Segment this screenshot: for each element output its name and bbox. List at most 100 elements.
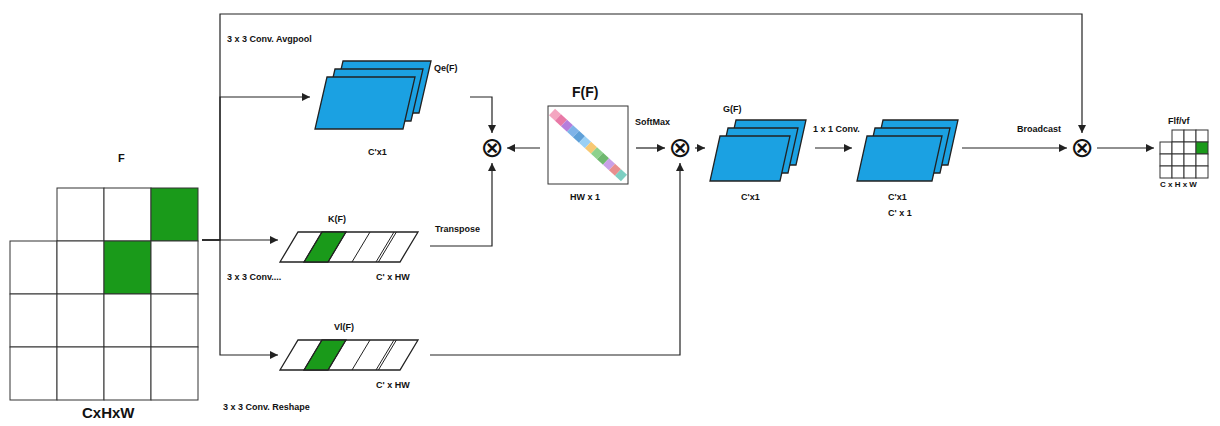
grid-cell bbox=[57, 347, 104, 400]
connector bbox=[1097, 147, 1154, 148]
grid-cell bbox=[1184, 154, 1196, 166]
grid-cell bbox=[1160, 166, 1172, 178]
grid-cell bbox=[1196, 154, 1208, 166]
connector bbox=[815, 147, 852, 148]
connector bbox=[470, 97, 492, 133]
node-text: CxHxW bbox=[82, 404, 135, 421]
grid-cell bbox=[1172, 166, 1184, 178]
node-text: C'x1 bbox=[741, 192, 760, 202]
node-text: C' x HW bbox=[376, 272, 410, 282]
key-strip: K(F) C' x HW bbox=[278, 210, 430, 290]
strip-divider bbox=[304, 340, 322, 370]
grid-cell bbox=[10, 294, 57, 347]
strip-divider bbox=[352, 340, 370, 370]
grid-cell bbox=[104, 294, 151, 347]
strip-divider bbox=[376, 232, 394, 262]
node-text: Flf/vf bbox=[1168, 116, 1190, 126]
grid-cell bbox=[1160, 142, 1172, 154]
strip-divider bbox=[304, 232, 322, 262]
g-stack: G(F) C'x1 bbox=[705, 98, 815, 210]
grid-cell bbox=[151, 347, 198, 400]
grid-cell bbox=[151, 294, 198, 347]
output-feature-grid: Flf/vf C x H x W bbox=[1154, 116, 1214, 194]
grid-cell bbox=[57, 188, 104, 241]
multiply-symbol: ⊗ bbox=[477, 133, 507, 163]
attention-map-box: F(F) HW x 1 bbox=[540, 84, 636, 212]
grid-cell bbox=[1184, 130, 1196, 142]
node-text: C'x1 bbox=[888, 192, 907, 202]
node-shape bbox=[705, 98, 815, 210]
node-text: C' x 1 bbox=[888, 208, 912, 218]
multiply-node: ⊗ bbox=[1067, 133, 1097, 163]
input-feature-grid: F CxHxW bbox=[6, 150, 202, 424]
multiply-node: ⊗ bbox=[477, 133, 507, 163]
strip-divider bbox=[378, 232, 396, 262]
grid-cell bbox=[1184, 166, 1196, 178]
node-text: C'x1 bbox=[368, 147, 387, 157]
multiply-node: ⊗ bbox=[665, 133, 695, 163]
feature-sheet bbox=[710, 136, 790, 181]
node-text: F(F) bbox=[572, 84, 598, 100]
highlighted-cell bbox=[104, 241, 151, 294]
operation-label: Transpose bbox=[434, 224, 481, 234]
connector bbox=[430, 163, 680, 355]
query-stack: Qe(F) C'x1 bbox=[310, 55, 470, 165]
feature-strip bbox=[280, 232, 418, 262]
highlighted-cell bbox=[151, 188, 198, 241]
highlighted-cell bbox=[304, 340, 346, 370]
node-text: K(F) bbox=[328, 214, 346, 224]
strip-divider bbox=[376, 340, 394, 370]
node-text: F bbox=[118, 152, 125, 165]
grid-cell bbox=[1160, 154, 1172, 166]
operation-label: SoftMax bbox=[634, 117, 671, 127]
feature-sheet bbox=[857, 136, 942, 181]
connector bbox=[962, 147, 1067, 148]
strip-divider bbox=[328, 232, 346, 262]
attention-map-frame bbox=[548, 106, 628, 184]
attention-band-segment bbox=[615, 169, 627, 181]
value-strip: Vl(F) C' x HW bbox=[278, 318, 430, 398]
multiply-symbol: ⊗ bbox=[1067, 133, 1097, 163]
grid-cell bbox=[1172, 154, 1184, 166]
grid-cell bbox=[10, 347, 57, 400]
grid-cell bbox=[104, 347, 151, 400]
connector bbox=[202, 240, 278, 355]
grid-cell bbox=[1172, 130, 1184, 142]
grid-cell bbox=[57, 294, 104, 347]
strip-divider bbox=[352, 232, 370, 262]
connector bbox=[636, 147, 665, 148]
grid-cell bbox=[57, 241, 104, 294]
grid-cell bbox=[1172, 142, 1184, 154]
node-shape bbox=[6, 150, 202, 424]
grid-cell bbox=[1196, 166, 1208, 178]
connector bbox=[507, 147, 540, 148]
highlighted-cell bbox=[304, 232, 346, 262]
operation-label: 1 x 1 Conv. bbox=[812, 124, 861, 134]
node-text: C' x HW bbox=[376, 380, 410, 390]
conv-stack: C'x1 C' x 1 bbox=[852, 108, 962, 226]
operation-label: 3 x 3 Conv.... bbox=[226, 272, 282, 282]
multiply-symbol: ⊗ bbox=[665, 133, 695, 163]
node-text: C x H x W bbox=[1160, 180, 1197, 189]
highlighted-cell bbox=[1196, 142, 1208, 154]
grid-cell bbox=[10, 241, 57, 294]
grid-cell bbox=[104, 188, 151, 241]
strip-divider bbox=[328, 340, 346, 370]
connector bbox=[202, 97, 310, 240]
grid-cell bbox=[1184, 142, 1196, 154]
feature-strip bbox=[280, 340, 418, 370]
strip-divider bbox=[378, 340, 396, 370]
operation-label: 3 x 3 Conv. Reshape bbox=[222, 402, 311, 412]
operation-label: Broadcast bbox=[1016, 124, 1062, 134]
grid-cell bbox=[1196, 130, 1208, 142]
grid-cell bbox=[151, 241, 198, 294]
connector bbox=[430, 163, 492, 246]
operation-label: 3 x 3 Conv. Avgpool bbox=[226, 34, 313, 44]
node-text: Vl(F) bbox=[334, 322, 354, 332]
connector bbox=[202, 14, 1082, 240]
node-text: HW x 1 bbox=[570, 192, 600, 202]
connector bbox=[695, 147, 705, 148]
node-text: G(F) bbox=[723, 104, 742, 114]
node-text: Qe(F) bbox=[434, 63, 458, 73]
